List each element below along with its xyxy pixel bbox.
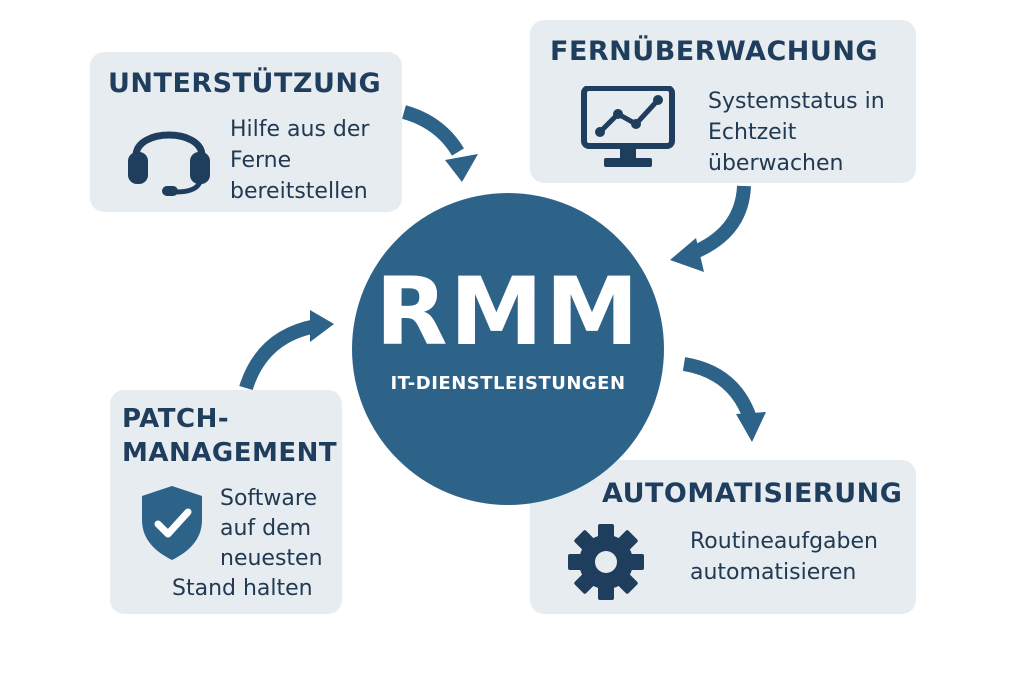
arrow-monitoring-to-hub — [687, 185, 751, 261]
card-patch-title-line: MANAGEMENT — [122, 438, 338, 468]
card-support-desc-line: Hilfe aus der — [230, 117, 370, 142]
card-support-title: UNTERSTÜTZUNG — [108, 68, 382, 99]
card-support-desc-line: bereitstellen — [230, 179, 368, 204]
card-support: UNTERSTÜTZUNG Hilfe aus der Ferne bereit… — [90, 52, 402, 212]
card-patch-desc-line: Software — [220, 486, 317, 511]
card-monitoring-desc-line: Systemstatus in — [708, 89, 885, 114]
arrowhead-automation — [736, 412, 766, 442]
shield-check-icon — [142, 486, 202, 560]
card-patch-title-line: PATCH- — [122, 404, 230, 434]
card-patch-desc-line: auf dem — [220, 516, 312, 541]
card-monitoring-desc: Systemstatus in Echtzeit überwachen — [708, 86, 885, 179]
card-patch-title: PATCH- MANAGEMENT — [122, 402, 337, 470]
arrowhead-support — [445, 154, 478, 182]
card-automation-title: AUTOMATISIERUNG — [602, 478, 903, 509]
hub-subtitle: IT-DIENSTLEISTUNGEN — [390, 373, 626, 394]
arrow-support-to-hub — [401, 105, 465, 156]
card-patch: PATCH- MANAGEMENT Software auf dem neues… — [110, 390, 342, 614]
arrowhead-monitoring — [670, 238, 704, 272]
headset-icon — [128, 131, 210, 196]
card-monitoring-title: FERNÜBERWACHUNG — [550, 36, 879, 67]
card-automation-desc: Routineaufgaben automatisieren — [690, 526, 878, 588]
card-support-desc: Hilfe aus der Ferne bereitstellen — [230, 114, 369, 207]
card-support-desc-line: Ferne — [230, 148, 292, 173]
card-patch-desc: Software auf dem neuesten Stand halten — [172, 484, 323, 604]
card-monitoring: FERNÜBERWACHUNG Systemstatus in Echtzeit… — [530, 20, 916, 183]
card-patch-desc-line: neuesten — [220, 546, 323, 571]
card-automation-desc-line: Routineaufgaben — [690, 529, 878, 554]
card-automation-desc-line: automatisieren — [690, 560, 857, 585]
card-patch-desc-line: Stand halten — [172, 576, 313, 601]
gear-icon — [568, 524, 644, 600]
arrow-hub-to-automation — [682, 357, 757, 421]
monitor-chart-icon — [581, 86, 675, 167]
arrowhead-patch — [310, 310, 334, 342]
hub-title: RMM — [375, 258, 641, 367]
arrow-patch-to-hub — [239, 319, 318, 391]
card-automation: AUTOMATISIERUNG Routineaufgaben automati… — [530, 460, 916, 614]
card-monitoring-desc-line: Echtzeit — [708, 120, 797, 145]
card-monitoring-desc-line: überwachen — [708, 151, 844, 176]
rmm-hub: RMM IT-DIENSTLEISTUNGEN — [352, 193, 664, 505]
